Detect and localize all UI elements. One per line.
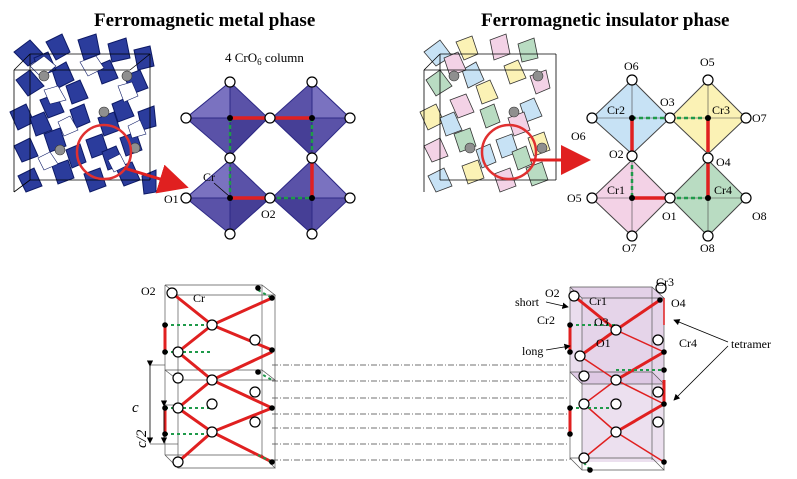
column-label: 4 CrO6 column: [225, 50, 304, 67]
label-cr1-bottom: Cr1: [589, 294, 607, 308]
label-o6-left: O6: [571, 129, 586, 143]
highlight-circle-metal: [75, 123, 133, 181]
highlight-circle-insulator: [480, 123, 538, 181]
label-cr3: Cr3: [712, 103, 730, 117]
label-o3: O3: [660, 95, 675, 109]
label-cr: Cr: [203, 170, 215, 184]
label-o2-bottom-right: O2: [545, 286, 560, 300]
label-cr4: Cr4: [714, 183, 732, 197]
label-o5-top: O5: [700, 55, 715, 69]
label-o4: O4: [716, 155, 731, 169]
insulator-crystal-structure: [419, 33, 591, 193]
label-o7-right: O7: [752, 111, 767, 125]
label-o2: O2: [609, 147, 624, 161]
metal-crystal-structure: [8, 33, 189, 200]
label-o4-bottom: O4: [671, 296, 686, 310]
title-insulator-phase: Ferromagnetic insulator phase: [481, 10, 729, 31]
label-o1: O1: [662, 209, 677, 223]
label-cr4-bottom: Cr4: [679, 336, 697, 350]
label-short: short: [515, 295, 540, 309]
insulator-chain-column: O2 Cr1 Cr2 O3 O1 Cr3 O4 Cr4 short long t…: [515, 275, 771, 473]
insulator-column-diagram: O6 O5 Cr2 O3 Cr3 O7 O6 O2 O4 Cr1 Cr4 O5 …: [567, 55, 767, 255]
label-o3-bottom: O3: [594, 315, 609, 329]
label-cr3-bottom: Cr3: [656, 275, 674, 289]
label-o1-bottom: O1: [596, 336, 611, 350]
label-tetramer: tetramer: [731, 337, 771, 351]
label-o5-left: O5: [567, 191, 582, 205]
label-o2: O2: [261, 207, 276, 221]
label-c: c: [132, 400, 139, 416]
label-o2-bottom-left: O2: [141, 284, 156, 298]
metal-column-diagram: 4 CrO6 column: [164, 50, 356, 240]
level-lines: [272, 364, 568, 461]
metal-chain-column: O2 Cr c c/2: [132, 284, 277, 469]
label-long: long: [522, 344, 543, 358]
label-o8-bottom: O8: [700, 241, 715, 255]
label-cr-bottom-left: Cr: [193, 291, 205, 305]
label-cr1: Cr1: [607, 183, 625, 197]
title-metal-phase: Ferromagnetic metal phase: [94, 10, 315, 31]
label-cr2: Cr2: [607, 103, 625, 117]
label-o1: O1: [164, 192, 179, 206]
label-c-half: c/2: [134, 429, 150, 448]
label-o6-top: O6: [624, 59, 639, 73]
zoom-arrow-metal: [123, 164, 189, 194]
label-o7-bottom: O7: [622, 241, 637, 255]
label-cr2-bottom: Cr2: [537, 313, 555, 327]
label-o8-right: O8: [752, 209, 767, 223]
